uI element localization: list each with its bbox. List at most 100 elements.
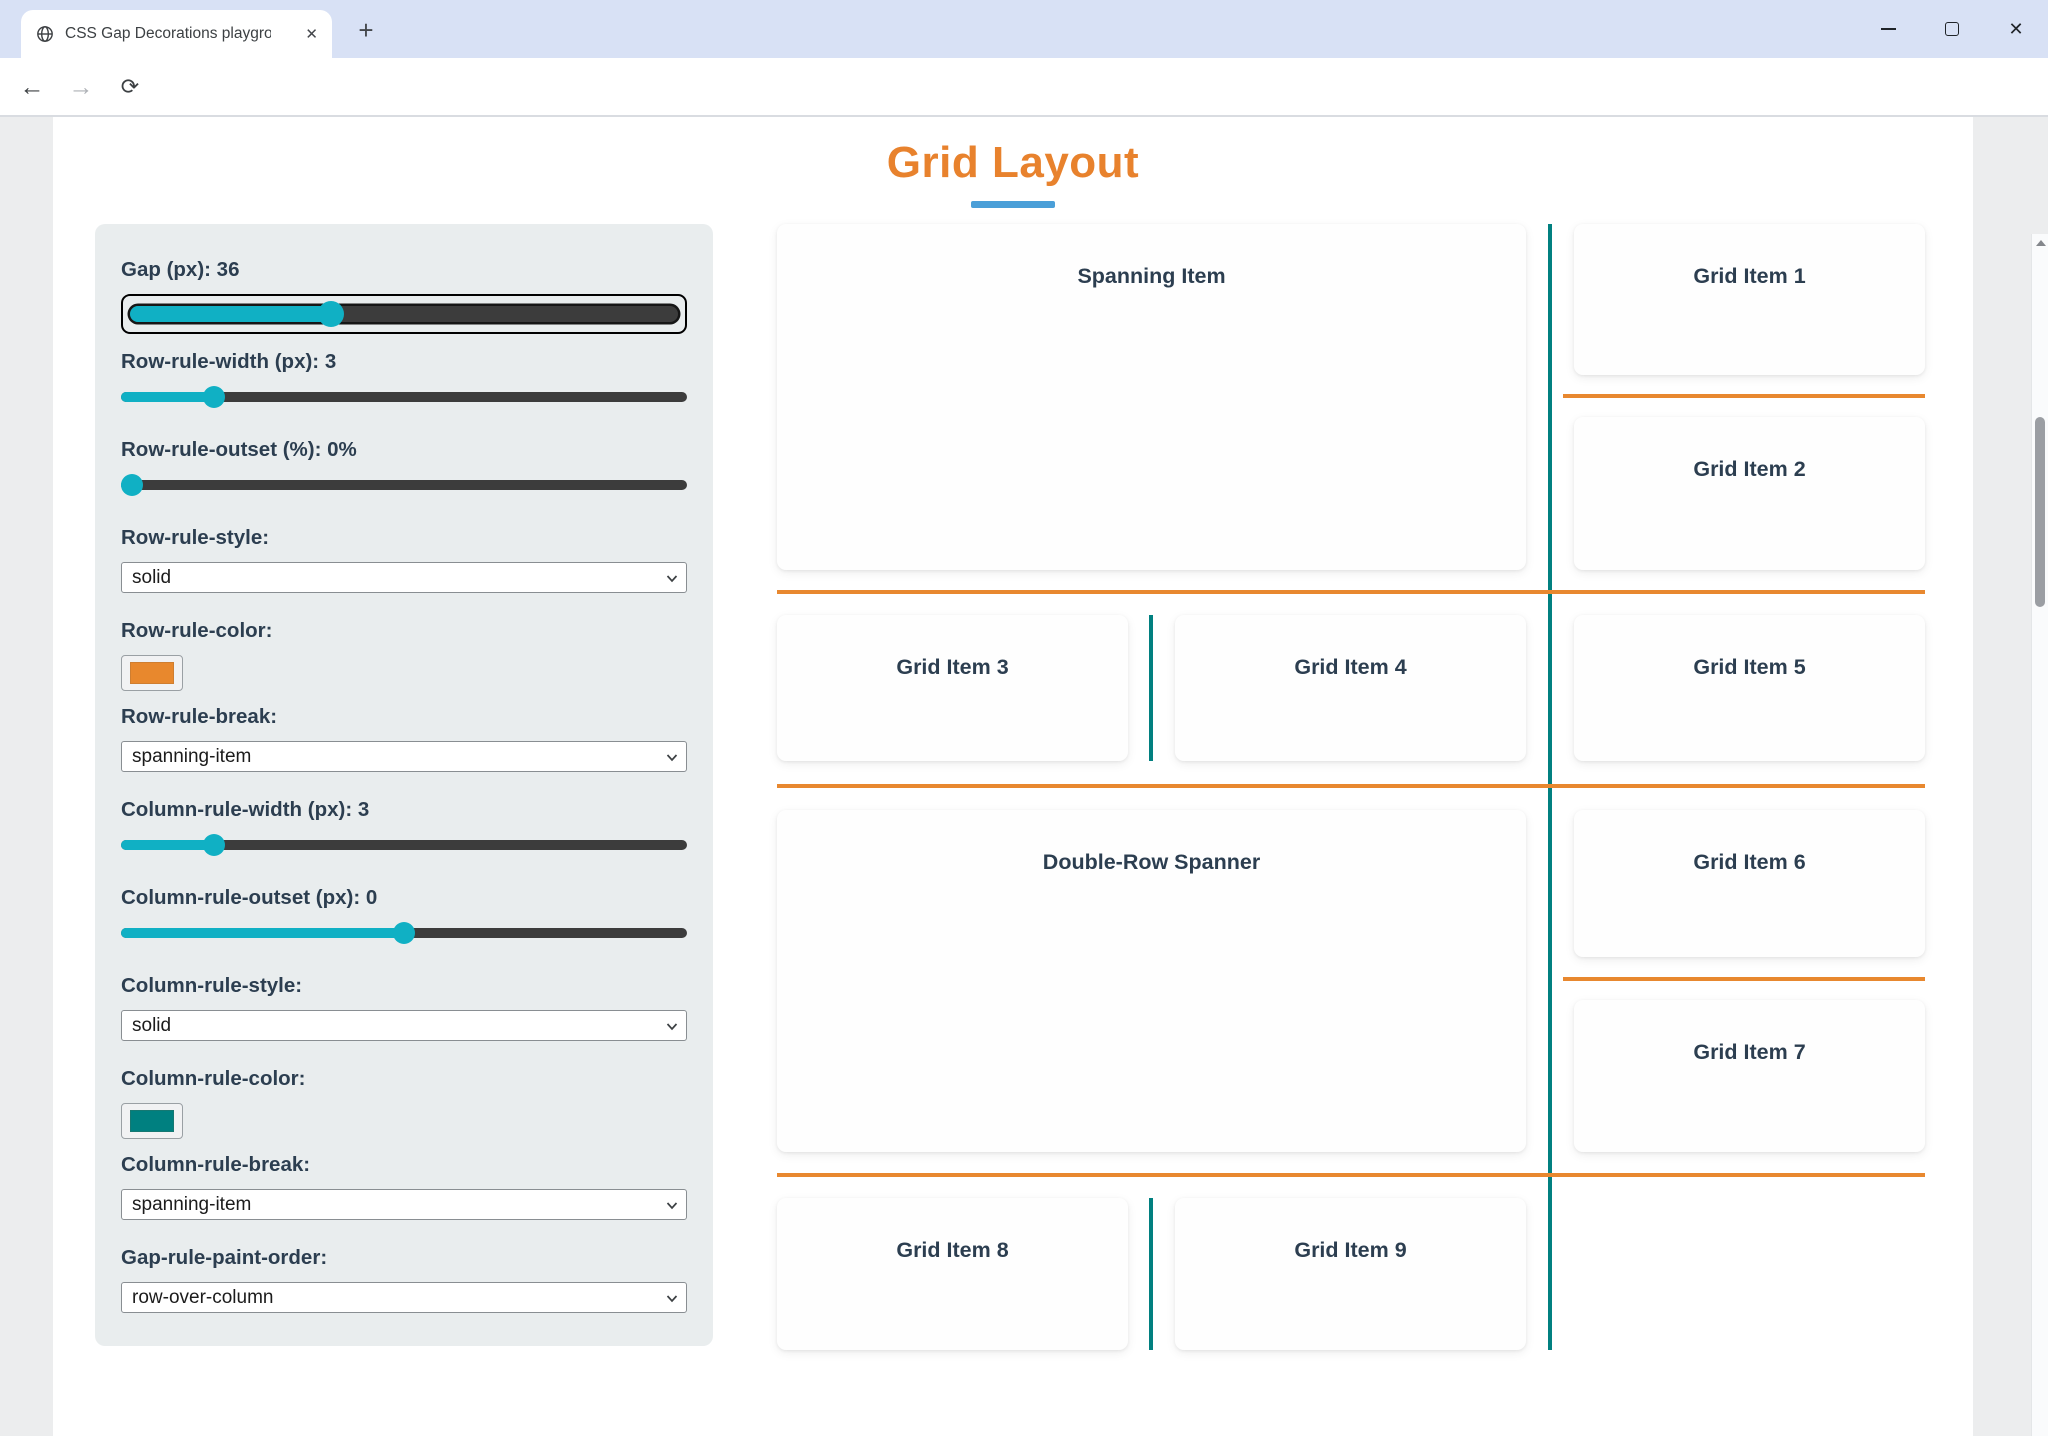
slider-fill — [121, 840, 214, 850]
column-rule-style-label: Column-rule-style: — [121, 974, 303, 997]
selected-value: solid — [132, 1014, 172, 1036]
browser-toolbar: ← → ⟳ microsoftedge.github.io/Demos/css-… — [0, 58, 2048, 164]
grid-item-spanning: Spanning Item — [777, 224, 1526, 570]
row-rule-color-picker[interactable] — [121, 655, 183, 691]
row-rule-outset-slider[interactable] — [121, 474, 687, 496]
row-rule-segment — [1563, 977, 1925, 981]
minimize-icon — [1880, 28, 1896, 30]
scrollbar-up-icon[interactable] — [2032, 234, 2048, 251]
column-rule-color-picker[interactable] — [121, 1103, 183, 1139]
close-icon: ✕ — [2008, 19, 2024, 39]
selected-value: spanning-item — [132, 745, 252, 767]
row-rule-segment — [777, 590, 1925, 594]
slider-thumb[interactable] — [202, 834, 225, 856]
selected-value: solid — [132, 566, 172, 588]
forward-button[interactable]: → — [68, 72, 94, 101]
grid-item-label: Spanning Item — [1077, 264, 1226, 288]
grid-item-double-row-spanner: Double-Row Spanner — [777, 810, 1526, 1152]
controls-panel: Gap (px): 36 Row-rule-width (px): 3 Row-… — [95, 224, 713, 1346]
grid-item-label: Grid Item 3 — [896, 655, 1009, 679]
slider-thumb[interactable] — [393, 922, 415, 944]
grid-item-label: Double-Row Spanner — [1042, 850, 1261, 874]
back-button[interactable]: ← — [19, 72, 45, 101]
grid-item-label: Grid Item 9 — [1294, 1238, 1407, 1262]
tab-title: CSS Gap Decorations playgroun — [65, 25, 271, 42]
globe-favicon-icon — [37, 26, 53, 42]
column-rule-style-select[interactable]: solid — [121, 1010, 687, 1041]
row-rule-segment — [777, 1173, 1925, 1177]
column-rule-width-label: Column-rule-width (px): 3 — [121, 798, 370, 821]
grid-demo: Spanning Item Grid Item 1 Grid Item 2 Gr… — [777, 224, 1925, 1356]
slider-fill — [121, 392, 214, 402]
gap-slider-label: Gap (px): 36 — [121, 258, 240, 281]
grid-item-label: Grid Item 2 — [1693, 457, 1806, 481]
selected-value: row-over-column — [132, 1286, 274, 1308]
slider-thumb[interactable] — [121, 474, 143, 496]
reload-button[interactable]: ⟳ — [120, 74, 140, 99]
chevron-down-icon — [666, 1295, 678, 1303]
scrollbar[interactable] — [2031, 234, 2048, 1436]
maximize-icon — [1945, 22, 1959, 36]
slider-fill — [130, 306, 331, 322]
grid-item-5: Grid Item 5 — [1574, 615, 1925, 761]
gap-slider[interactable] — [130, 301, 678, 327]
column-rule-outset-label: Column-rule-outset (px): 0 — [121, 886, 378, 909]
chevron-down-icon — [666, 575, 678, 583]
window-minimize-button[interactable] — [1856, 0, 1920, 58]
grid-item-3: Grid Item 3 — [777, 615, 1128, 761]
new-tab-button[interactable]: + — [358, 14, 374, 45]
slider-track[interactable] — [121, 840, 687, 850]
gap-slider-focus-ring — [121, 294, 687, 334]
window-close-button[interactable]: ✕ — [1984, 0, 2048, 58]
slider-track[interactable] — [121, 480, 687, 490]
grid-item-label: Grid Item 1 — [1693, 264, 1806, 288]
chevron-down-icon — [666, 1202, 678, 1210]
row-rule-color-label: Row-rule-color: — [121, 619, 273, 642]
tab-strip: CSS Gap Decorations playgroun ✕ + ✕ — [0, 0, 2048, 58]
grid-item-6: Grid Item 6 — [1574, 810, 1925, 957]
chevron-down-icon — [666, 1023, 678, 1031]
row-rule-segment — [777, 784, 1925, 788]
column-rule-segment — [1149, 1198, 1153, 1350]
grid-item-8: Grid Item 8 — [777, 1198, 1128, 1350]
scrollbar-thumb[interactable] — [2035, 417, 2045, 607]
row-rule-color-swatch — [130, 662, 174, 684]
slider-thumb[interactable] — [317, 301, 344, 327]
page-title: Grid Layout — [886, 138, 1140, 187]
row-rule-segment — [1563, 394, 1925, 398]
title-underline — [971, 201, 1055, 208]
row-rule-style-select[interactable]: solid — [121, 562, 687, 593]
chevron-down-icon — [666, 754, 678, 762]
grid-item-label: Grid Item 5 — [1693, 655, 1806, 679]
column-rule-width-slider[interactable] — [121, 834, 687, 856]
column-rule-break-select[interactable]: spanning-item — [121, 1189, 687, 1220]
grid-item-9: Grid Item 9 — [1175, 1198, 1526, 1350]
toolbar-divider — [0, 115, 2048, 117]
column-rule-segment — [1149, 615, 1153, 761]
slider-track[interactable] — [121, 392, 687, 402]
selected-value: spanning-item — [132, 1193, 252, 1215]
window-maximize-button[interactable] — [1920, 0, 1984, 58]
grid-item-label: Grid Item 8 — [896, 1238, 1009, 1262]
row-rule-break-label: Row-rule-break: — [121, 705, 278, 728]
grid-item-4: Grid Item 4 — [1175, 615, 1526, 761]
grid-item-1: Grid Item 1 — [1574, 224, 1925, 375]
grid-item-2: Grid Item 2 — [1574, 417, 1925, 570]
grid-item-7: Grid Item 7 — [1574, 1000, 1925, 1152]
row-rule-style-label: Row-rule-style: — [121, 526, 270, 549]
gap-rule-paint-order-label: Gap-rule-paint-order: — [121, 1246, 328, 1269]
column-rule-outset-slider[interactable] — [121, 922, 687, 944]
column-rule-color-label: Column-rule-color: — [121, 1067, 306, 1090]
grid-item-label: Grid Item 7 — [1693, 1040, 1806, 1064]
grid-item-label: Grid Item 4 — [1294, 655, 1407, 679]
row-rule-width-slider[interactable] — [121, 386, 687, 408]
tab-close-icon[interactable]: ✕ — [305, 25, 318, 43]
row-rule-break-select[interactable]: spanning-item — [121, 741, 687, 772]
slider-fill — [121, 928, 404, 938]
browser-tab[interactable]: CSS Gap Decorations playgroun ✕ — [21, 10, 332, 58]
gap-rule-paint-order-select[interactable]: row-over-column — [121, 1282, 687, 1313]
column-rule-break-label: Column-rule-break: — [121, 1153, 311, 1176]
slider-thumb[interactable] — [202, 386, 225, 408]
row-rule-outset-label: Row-rule-outset (%): 0% — [121, 438, 357, 461]
